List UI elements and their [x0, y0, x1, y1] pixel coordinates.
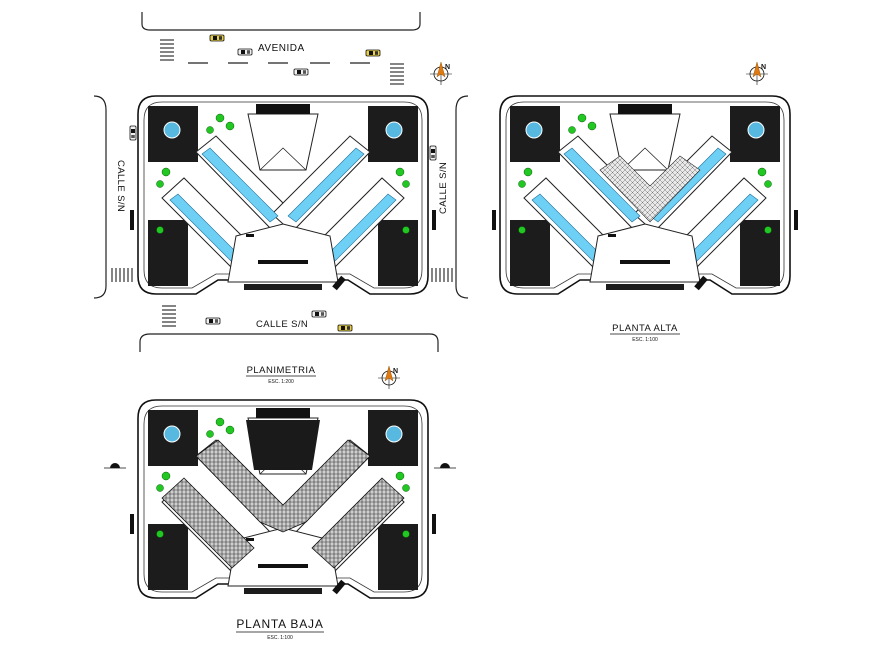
car-icon [205, 317, 221, 325]
car-icon [129, 125, 137, 141]
planta-alta-title: PLANTA ALTA [612, 323, 678, 334]
calle-right-label: CALLE S/N [438, 162, 449, 214]
north-label: N [393, 368, 398, 375]
car-icon [209, 34, 225, 42]
planta-alta-scale: ESC. 1:100 [632, 337, 658, 343]
calle-curb-bottom [139, 333, 439, 352]
car-icon [337, 324, 353, 332]
calle-curb-right [455, 95, 469, 299]
section-marker-left-icon [104, 463, 126, 469]
planta-baja-title: PLANTA BAJA [236, 617, 323, 631]
ground-floor-dark-core [246, 420, 320, 470]
ground-floor-furnished-zone [195, 439, 371, 533]
calle-left-label: CALLE S/N [115, 160, 126, 212]
planimetria-title: PLANIMETRIA [247, 365, 316, 376]
north-label: N [761, 64, 766, 71]
crosswalk-bottom-left [162, 305, 176, 327]
planimetria-building-footprint [129, 95, 437, 295]
planta-baja-scale: ESC. 1:100 [267, 635, 293, 641]
avenida-curb-top [141, 12, 421, 31]
section-marker-right-icon [434, 463, 456, 469]
crosswalk-left [111, 268, 133, 282]
crosswalk-top-left [160, 39, 174, 61]
ground-floor-furnished-zone-left [161, 477, 255, 569]
upper-corridor-paving [599, 155, 701, 223]
planimetria-scale: ESC. 1:200 [268, 379, 294, 385]
car-icon [311, 310, 327, 318]
crosswalk-top-right [390, 63, 404, 85]
calle-bottom-label: CALLE S/N [256, 319, 308, 330]
car-icon [237, 48, 253, 56]
ground-floor-furnished-zone-right [311, 477, 405, 569]
car-icon [365, 49, 381, 57]
planta-baja-plan: N PLANTA BAJA ESC. 1:100 [104, 365, 456, 641]
car-icon [429, 145, 437, 161]
car-icon [293, 68, 309, 76]
planimetria-site-plan: N AVENIDA CALLE S/N CALLE S/N CALLE S/N … [93, 12, 469, 385]
crosswalk-right [431, 268, 453, 282]
north-label: N [445, 64, 450, 71]
avenida-label: AVENIDA [258, 43, 305, 54]
calle-curb-left [93, 95, 107, 299]
planta-alta-plan: N PLANTA ALTA ESC. 1:100 [491, 61, 799, 343]
